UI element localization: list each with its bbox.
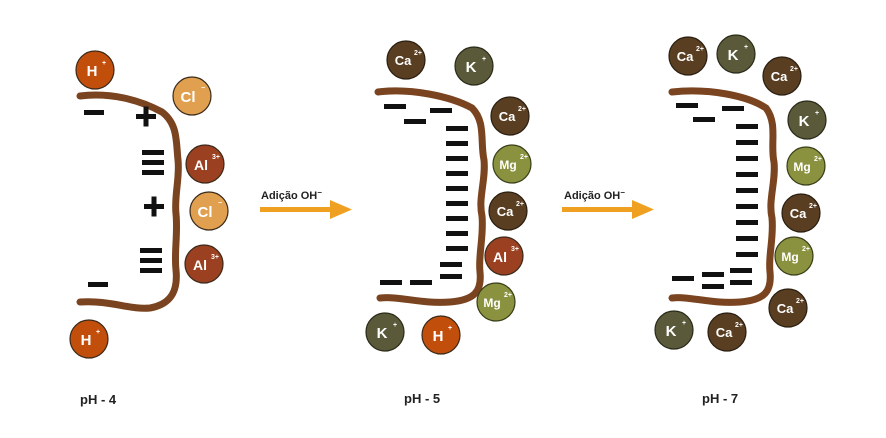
ion-Cl: Cl − (172, 76, 212, 116)
svg-text:+: + (682, 320, 686, 327)
svg-text:+: + (744, 44, 748, 51)
svg-text:2+: 2+ (802, 246, 810, 253)
svg-text:+: + (96, 329, 100, 336)
svg-text:H: H (81, 332, 92, 349)
negative-charge-column (380, 104, 468, 285)
svg-text:K: K (377, 325, 388, 342)
positive-charge (136, 106, 156, 127)
svg-text:Al: Al (193, 257, 207, 273)
ion-Mg: Mg 2+ (476, 282, 516, 322)
ion-Mg: Mg 2+ (774, 236, 814, 276)
caption-ph5: pH - 5 (404, 391, 440, 406)
svg-text:+: + (102, 60, 106, 67)
svg-text:Mg: Mg (793, 160, 810, 174)
svg-text:2+: 2+ (518, 106, 526, 113)
svg-text:Ca: Ca (790, 206, 807, 221)
ion-Al: Al 3+ (484, 236, 524, 276)
svg-text:Cl: Cl (198, 204, 213, 221)
svg-text:Adição OH−: Adição OH− (564, 188, 625, 202)
colloid-surface-ph4 (76, 91, 182, 312)
ion-Mg: Mg 2+ (492, 144, 532, 184)
ion-K: K + (454, 46, 494, 86)
panel-ph4: H + Cl − Al 3+ Cl − Al 3+ H + (69, 50, 229, 359)
svg-text:2+: 2+ (504, 292, 512, 299)
svg-text:H: H (433, 328, 444, 345)
svg-text:2+: 2+ (796, 298, 804, 305)
svg-text:Cl: Cl (181, 89, 196, 106)
svg-text:3+: 3+ (511, 246, 519, 253)
svg-text:K: K (728, 47, 739, 64)
svg-text:2+: 2+ (696, 46, 704, 53)
svg-text:K: K (466, 59, 477, 76)
triple-negative-charge (140, 248, 162, 273)
svg-text:2+: 2+ (520, 154, 528, 161)
svg-text:2+: 2+ (809, 203, 817, 210)
positive-charge (144, 196, 164, 217)
ion-Ca: Ca 2+ (781, 193, 821, 233)
svg-text:3+: 3+ (211, 254, 219, 261)
triple-negative-charge (142, 150, 164, 175)
svg-text:Ca: Ca (777, 301, 794, 316)
ion-Mg: Mg 2+ (786, 146, 826, 186)
arrow-add-hydroxide-2: Adição OH− (562, 188, 654, 219)
svg-text:Al: Al (194, 157, 208, 173)
ion-H: H + (69, 319, 109, 359)
svg-text:+: + (393, 322, 397, 329)
ion-K: K + (365, 312, 405, 352)
ion-Ca: Ca 2+ (488, 191, 528, 231)
colloid-surface-ph5 (374, 87, 488, 306)
ion-H: H + (75, 50, 115, 90)
svg-text:Mg: Mg (781, 250, 798, 264)
ion-Cl: Cl − (189, 191, 229, 231)
svg-text:2+: 2+ (414, 50, 422, 57)
negative-charge (84, 110, 104, 115)
svg-text:Mg: Mg (499, 158, 516, 172)
svg-text:H: H (87, 63, 98, 80)
svg-text:Ca: Ca (716, 325, 733, 340)
ion-K: K + (716, 34, 756, 74)
svg-text:+: + (448, 325, 452, 332)
svg-text:K: K (799, 113, 810, 130)
svg-text:2+: 2+ (814, 156, 822, 163)
ion-Ca: Ca 2+ (768, 288, 808, 328)
svg-text:2+: 2+ (790, 66, 798, 73)
ion-Al: Al 3+ (184, 244, 224, 284)
svg-text:−: − (218, 200, 222, 207)
caption-ph7: pH - 7 (702, 391, 738, 406)
panel-ph7: Ca 2+ K + Ca 2+ K + Mg 2+ Ca 2+ (654, 34, 827, 352)
svg-text:Ca: Ca (395, 53, 412, 68)
svg-text:K: K (666, 323, 677, 340)
svg-text:2+: 2+ (735, 322, 743, 329)
ion-Ca: Ca 2+ (386, 40, 426, 80)
arrow-add-hydroxide-1: Adição OH− (260, 188, 352, 219)
ion-Al: Al 3+ (185, 144, 225, 184)
ion-Ca: Ca 2+ (490, 96, 530, 136)
svg-text:2+: 2+ (516, 201, 524, 208)
svg-text:Mg: Mg (483, 296, 500, 310)
svg-text:Ca: Ca (499, 109, 516, 124)
negative-charge-column (672, 103, 758, 289)
caption-ph4: pH - 4 (80, 392, 117, 407)
ion-K: K + (787, 100, 827, 140)
svg-text:Adição OH−: Adição OH− (261, 188, 322, 202)
svg-text:Ca: Ca (771, 69, 788, 84)
svg-text:+: + (815, 110, 819, 117)
negative-charge (88, 282, 108, 287)
ion-Ca: Ca 2+ (707, 312, 747, 352)
svg-text:Al: Al (493, 249, 507, 265)
ion-H: H + (421, 315, 461, 355)
svg-text:+: + (482, 56, 486, 63)
ion-Ca: Ca 2+ (668, 36, 708, 76)
ion-K: K + (654, 310, 694, 350)
ion-Ca: Ca 2+ (762, 56, 802, 96)
svg-text:3+: 3+ (212, 154, 220, 161)
panel-ph5: Ca 2+ K + Ca 2+ Mg 2+ Ca 2+ Al 3+ (365, 40, 532, 355)
colloid-surface-ph7 (668, 87, 778, 306)
svg-text:Ca: Ca (497, 204, 514, 219)
svg-text:−: − (201, 85, 205, 92)
svg-text:Ca: Ca (677, 49, 694, 64)
